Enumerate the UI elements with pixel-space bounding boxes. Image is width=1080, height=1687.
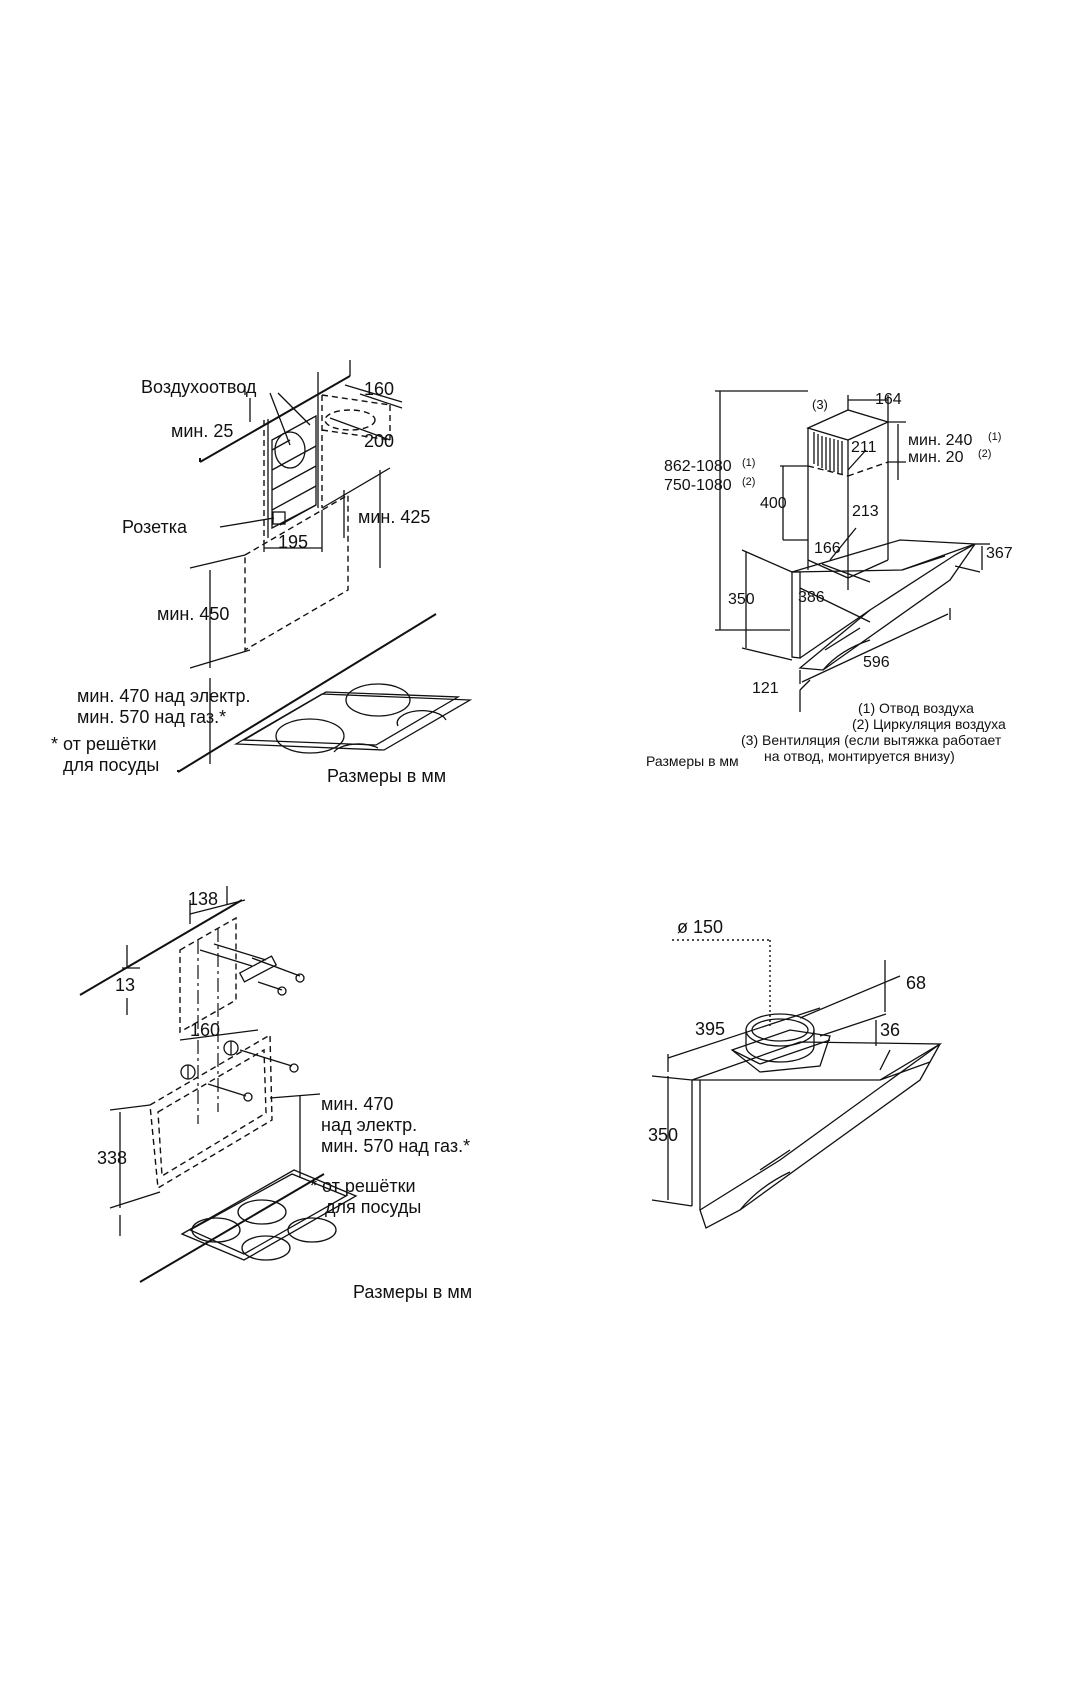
legend-2: (2) Циркуляция воздуха: [852, 716, 1006, 732]
min450-label: мин. 450: [157, 604, 229, 624]
dim-164: 164: [875, 391, 902, 408]
min20-sup: (2): [978, 448, 991, 460]
dim-166: 166: [814, 540, 841, 557]
dim-200: 200: [364, 431, 394, 451]
min240-label: мин. 240: [908, 432, 972, 449]
diagram-bracket-mounting: 138 13 160 338 мин. 470 над электр. мин.…: [79, 886, 472, 1302]
dim-386: 386: [798, 589, 825, 606]
units-label: Размеры в мм: [327, 766, 446, 786]
dim-596: 596: [863, 654, 890, 671]
min470-b: мин. 470: [321, 1094, 393, 1114]
dim-338: 338: [97, 1148, 127, 1168]
min570-label: мин. 570 над газ.*: [77, 707, 226, 727]
note-grid-1b: * от решётки: [310, 1176, 416, 1196]
dim-160: 160: [364, 379, 394, 399]
dim-195: 195: [278, 532, 308, 552]
air-outlet-label: Воздухоотвод: [141, 377, 257, 397]
height-range-2-sup: (2): [742, 476, 755, 488]
mark-3: (3): [812, 397, 828, 412]
units-label-3: Размеры в мм: [353, 1282, 472, 1302]
screws-upper: [199, 943, 305, 996]
min570-b: мин. 570 над газ.*: [321, 1136, 470, 1156]
dim-d150: ø 150: [677, 917, 723, 937]
min470-label: мин. 470 над электр.: [77, 686, 251, 706]
dim-350b: 350: [648, 1125, 678, 1145]
dim-121: 121: [752, 680, 779, 697]
min20-label: мин. 20: [908, 449, 964, 466]
legend-3: (3) Вентиляция (если вытяжка работает: [741, 732, 1002, 748]
vent-grille: [813, 432, 843, 474]
units-label-2: Размеры в мм: [646, 753, 739, 769]
note-grid-2: для посуды: [63, 755, 159, 775]
legend-4: на отвод, монтируется внизу): [764, 748, 955, 764]
dim-13: 13: [115, 975, 135, 995]
min240-sup: (1): [988, 431, 1001, 443]
dim-213: 213: [852, 503, 879, 520]
dim-395: 395: [695, 1019, 725, 1039]
dim-138: 138: [188, 889, 218, 909]
dim-160b: 160: [190, 1020, 220, 1040]
dim-36: 36: [880, 1020, 900, 1040]
socket-label: Розетка: [122, 517, 188, 537]
height-range-1-sup: (1): [742, 457, 755, 469]
height-range-1: 862-1080: [664, 458, 732, 475]
diagram-hood-outlet: ø 150 68 395 36 350: [648, 917, 943, 1229]
diagram-wall-mounting: Воздухоотвод мин. 25 160 200 Розетка 195…: [51, 360, 473, 786]
over-el-b: над электр.: [321, 1115, 417, 1135]
min25-label: мин. 25: [171, 421, 233, 441]
dim-400: 400: [760, 495, 787, 512]
note-grid-2b: для посуды: [325, 1197, 421, 1217]
note-grid-1: * от решётки: [51, 734, 157, 754]
dim-350: 350: [728, 591, 755, 608]
hanging-brackets: [180, 1040, 239, 1080]
diagram-hood-dimensions: (3) 164 211 мин. 240 (1) мин. 20 (2) 862…: [646, 390, 1013, 769]
height-range-2: 750-1080: [664, 477, 732, 494]
legend-1: (1) Отвод воздуха: [858, 700, 974, 716]
dim-211: 211: [851, 439, 877, 456]
dim-68: 68: [906, 973, 926, 993]
dim-367: 367: [986, 545, 1013, 562]
min425-label: мин. 425: [358, 507, 430, 527]
